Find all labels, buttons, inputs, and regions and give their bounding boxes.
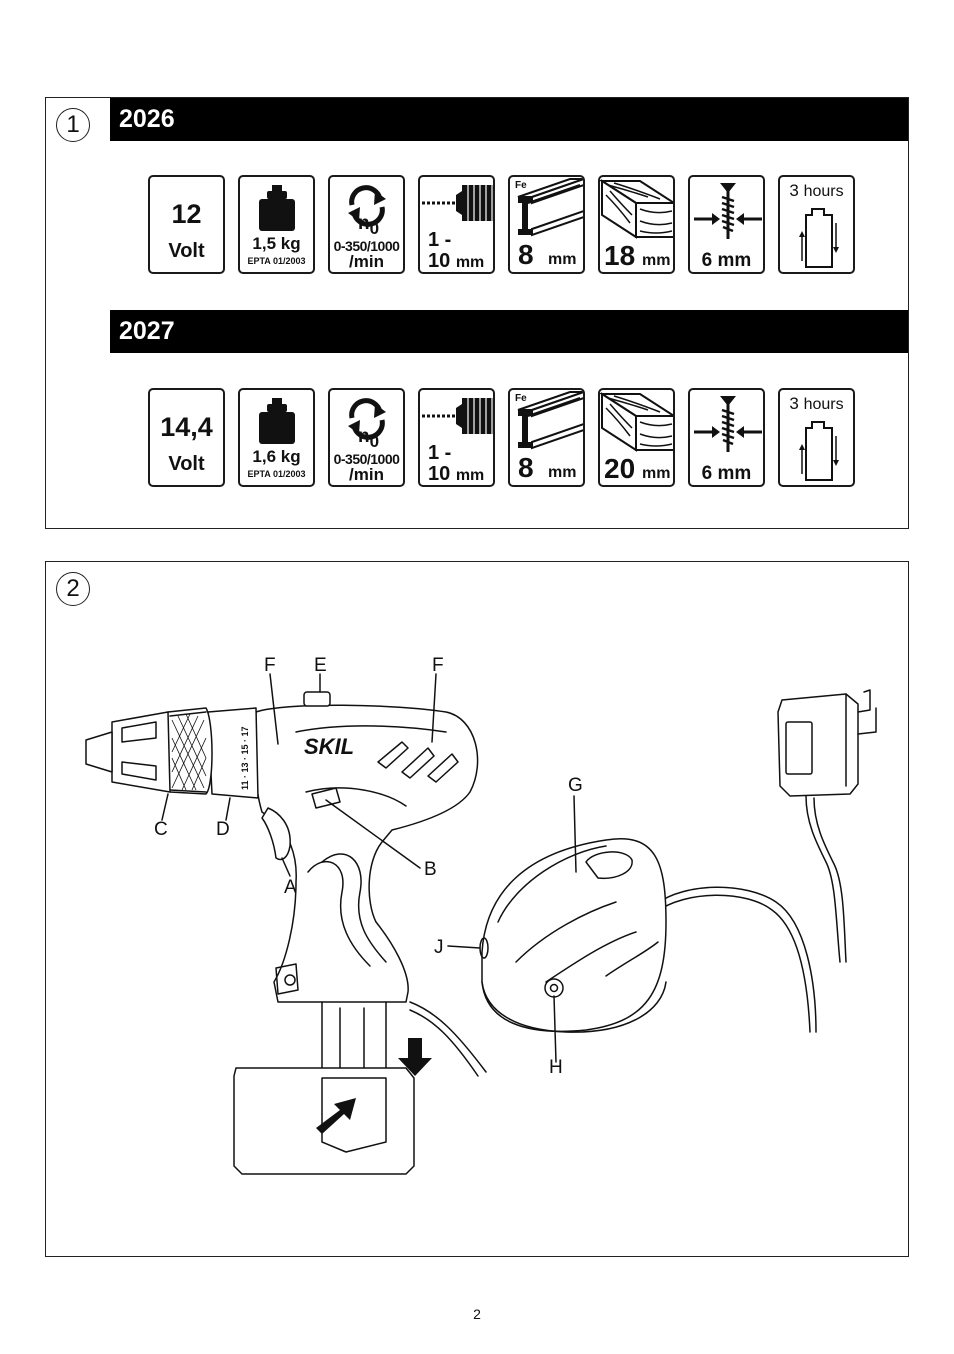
callout-f-right: F (432, 655, 444, 676)
steel-capacity-icon: Fe 8 mm (508, 175, 585, 274)
weight-icon: 1,5 kg EPTA 01/2003 (238, 175, 315, 274)
steel-beam-icon (517, 391, 583, 450)
callout-f-left: F (264, 655, 276, 676)
steel-capacity-icon: Fe 8 mm (508, 388, 585, 487)
steel-beam-icon (517, 178, 583, 237)
voltage-value: 12 (171, 199, 202, 229)
drill-and-charger-illustration: SKIL 11 · 13 · 15 · 17 (85, 673, 877, 1175)
voltage-value: 14,4 (160, 412, 213, 442)
panel-number-2: 2 (56, 572, 90, 606)
weight-icon: 1,6 kg EPTA 01/2003 (238, 388, 315, 487)
screw-icon (694, 396, 762, 452)
steel-label: Fe (515, 393, 527, 404)
callout-j: J (434, 937, 444, 958)
model-bar-2027: 2027 (110, 310, 908, 353)
speed-range: 0-350/1000 (333, 238, 400, 254)
weight-symbol-icon (259, 185, 295, 231)
drill-chuck-icon (422, 185, 493, 221)
spec-icons-2027: 14,4 Volt 1,6 kg EPTA 01/2003 n0 0-350/1… (148, 388, 868, 488)
callout-h: H (549, 1057, 563, 1078)
parts-diagram-panel: 2 (45, 561, 909, 1257)
chuck-capacity-icon: 1 - 10 mm (418, 175, 495, 274)
charge-time-icon: 3 hours (778, 388, 855, 487)
charge-time: 3 hours (789, 181, 844, 200)
wood-capacity-icon: 20 mm (598, 388, 675, 487)
chuck-capacity-icon: 1 - 10 mm (418, 388, 495, 487)
voltage-label: Volt (168, 240, 205, 262)
charge-time: 3 hours (789, 394, 844, 413)
callout-e: E (314, 655, 327, 676)
callout-c: C (154, 819, 168, 840)
specifications-panel: 1 2026 12 Volt 1,5 kg EPTA 01/2003 n0 0-… (45, 97, 909, 529)
speed-symbol: n0 (358, 426, 380, 451)
speed-icon: n0 0-350/1000 /min (328, 175, 405, 274)
chuck-range-start: 1 - (428, 229, 452, 251)
speed-symbol: n0 (358, 213, 380, 238)
rotation-arrows-icon (348, 185, 386, 227)
weight-standard: EPTA 01/2003 (247, 469, 306, 479)
skil-logo: SKIL (304, 734, 354, 759)
wood-plank-icon (600, 179, 673, 239)
chuck-range-end: 10 mm (428, 250, 485, 272)
steel-value: 8 (518, 452, 534, 483)
callout-g: G (568, 775, 583, 796)
weight-standard: EPTA 01/2003 (247, 256, 306, 266)
screw-value: 6 mm (701, 250, 752, 271)
steel-unit: mm (548, 464, 577, 481)
release-direction-arrow-icon (316, 1098, 356, 1134)
page-number: 2 (473, 1306, 481, 1322)
screw-value: 6 mm (701, 463, 752, 484)
insert-direction-arrow-icon (398, 1038, 432, 1076)
voltage-icon: 12 Volt (148, 175, 225, 274)
panel-number-1: 1 (56, 108, 90, 142)
model-bar-2026: 2026 (110, 98, 908, 141)
callout-d: D (216, 819, 230, 840)
weight-value: 1,6 kg (252, 447, 301, 466)
screw-capacity-icon: 6 mm (688, 175, 765, 274)
steel-unit: mm (548, 251, 577, 268)
wood-value: 18 (604, 240, 636, 271)
voltage-label: Volt (168, 453, 205, 475)
rotation-arrows-icon (348, 398, 386, 440)
weight-symbol-icon (259, 398, 295, 444)
weight-value: 1,5 kg (252, 234, 301, 253)
chuck-range-end: 10 mm (428, 463, 485, 485)
spec-icons-2026: 12 Volt 1,5 kg EPTA 01/2003 n0 0-350/100… (148, 175, 868, 275)
wood-plank-icon (600, 392, 673, 452)
speed-unit: /min (349, 252, 384, 271)
wood-value: 20 (604, 453, 636, 484)
battery-charge-icon (799, 421, 839, 481)
screw-capacity-icon: 6 mm (688, 388, 765, 487)
speed-unit: /min (349, 465, 384, 484)
steel-label: Fe (515, 180, 527, 191)
wood-capacity-icon: 18 mm (598, 175, 675, 274)
speed-range: 0-350/1000 (333, 451, 400, 467)
charge-time-icon: 3 hours (778, 175, 855, 274)
drill-chuck-icon (422, 398, 493, 434)
screw-icon (694, 183, 762, 239)
battery-charge-icon (799, 208, 839, 268)
steel-value: 8 (518, 239, 534, 270)
wood-unit: mm (642, 465, 671, 482)
callout-a: A (284, 877, 297, 898)
speed-icon: n0 0-350/1000 /min (328, 388, 405, 487)
voltage-icon: 14,4 Volt (148, 388, 225, 487)
torque-scale-label: 11 · 13 · 15 · 17 (240, 726, 250, 790)
wood-unit: mm (642, 252, 671, 269)
chuck-range-start: 1 - (428, 442, 452, 464)
callout-b: B (424, 859, 437, 880)
